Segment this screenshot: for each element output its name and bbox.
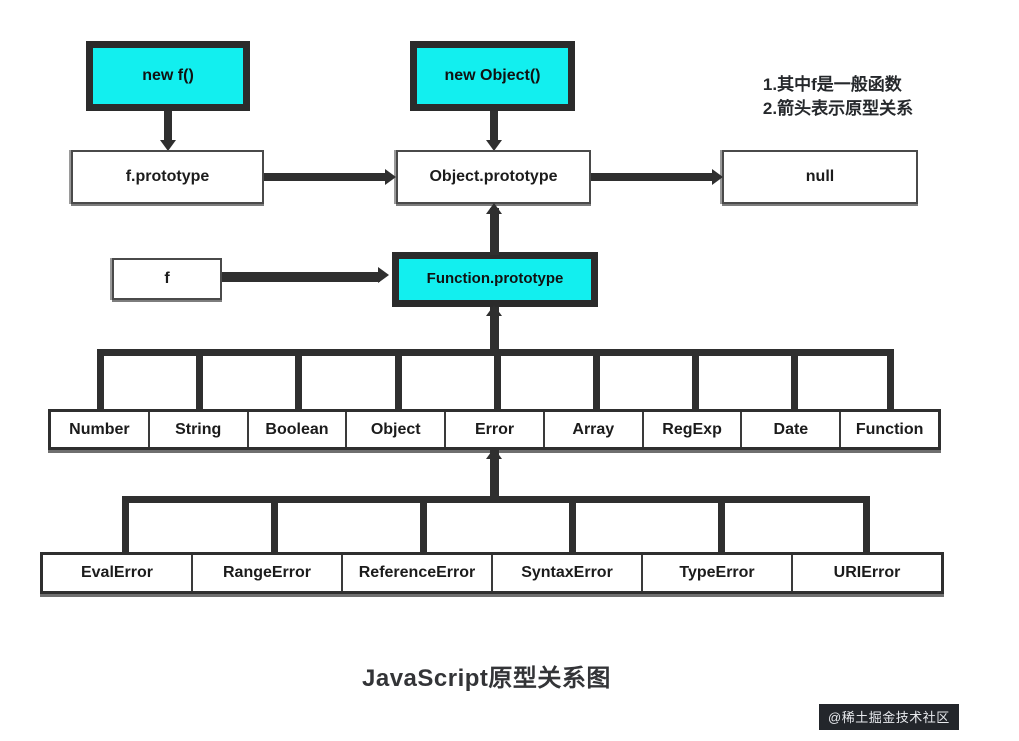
- legend-note-line-2: 2.箭头表示原型关系: [744, 75, 913, 144]
- bracket-drop-urierror: [863, 496, 870, 556]
- bracket-drop-number: [97, 349, 104, 411]
- bracket-drop-evalerror: [122, 496, 129, 556]
- arrowhead-f-to-functionprototype: [378, 267, 389, 283]
- error-subtype-row: EvalError RangeError ReferenceError Synt…: [40, 552, 944, 594]
- legend-note-line-2-text: 2.箭头表示原型关系: [762, 98, 914, 118]
- connector-objectprototype-to-null: [591, 173, 714, 181]
- error-cell-referenceerror[interactable]: ReferenceError: [343, 555, 493, 591]
- type-cell-boolean[interactable]: Boolean: [248, 412, 348, 447]
- error-cell-urierror[interactable]: URIError: [793, 555, 941, 591]
- type-cell-date[interactable]: Date: [742, 412, 842, 447]
- arrowhead-newobject-to-objectprototype: [486, 140, 502, 151]
- node-f-prototype[interactable]: f.prototype: [71, 150, 264, 204]
- arrowhead-fprototype-to-objectprototype: [385, 169, 396, 185]
- type-cell-number[interactable]: Number: [51, 412, 150, 447]
- connector-fprototype-to-objectprototype: [264, 173, 388, 181]
- arrowhead-newf-to-fprototype: [160, 140, 176, 151]
- bracket-error-subtypes: [122, 496, 872, 556]
- node-f-prototype-label: f.prototype: [125, 168, 210, 186]
- node-f[interactable]: f: [112, 258, 222, 300]
- connector-newf-to-fprototype: [164, 111, 172, 143]
- node-null-label: null: [805, 168, 835, 186]
- connector-functionprototype-to-types: [490, 307, 499, 350]
- watermark-badge: @稀土掘金技术社区: [819, 704, 959, 730]
- node-new-f-label: new f(): [142, 67, 194, 85]
- bracket-drop-array: [593, 349, 600, 411]
- arrowhead-types-to-functionprototype: [486, 305, 502, 316]
- node-f-label: f: [164, 270, 170, 288]
- diagram-title: JavaScript原型关系图: [362, 658, 611, 693]
- diagram-title-text: JavaScript原型关系图: [362, 665, 611, 692]
- connector-functionprototype-to-objectprototype: [490, 208, 499, 255]
- node-new-object[interactable]: new Object(): [410, 41, 575, 111]
- error-cell-syntaxerror[interactable]: SyntaxError: [493, 555, 643, 591]
- node-null[interactable]: null: [722, 150, 918, 204]
- type-cell-string[interactable]: String: [149, 412, 249, 447]
- connector-newobject-to-objectprototype: [490, 111, 498, 143]
- constructor-type-row: Number String Boolean Object Error Array…: [48, 409, 941, 450]
- type-cell-error[interactable]: Error: [446, 412, 545, 447]
- bracket-drop-rangeerror: [271, 496, 278, 556]
- bracket-drop-typeerror: [718, 496, 725, 556]
- connector-error-to-errortypes: [490, 450, 499, 497]
- bracket-constructors: [97, 349, 897, 411]
- error-cell-typeerror[interactable]: TypeError: [643, 555, 793, 591]
- bracket-drop-string: [196, 349, 203, 411]
- bracket-errors-hbar: [122, 496, 870, 503]
- bracket-drop-error: [494, 349, 501, 411]
- error-cell-rangeerror[interactable]: RangeError: [193, 555, 343, 591]
- type-cell-function[interactable]: Function: [841, 412, 939, 447]
- legend-note-line-1: 1.其中f是一般函数: [744, 51, 902, 120]
- arrowhead-errortypes-to-error: [486, 448, 502, 459]
- watermark-text: @稀土掘金技术社区: [828, 710, 950, 725]
- bracket-drop-boolean: [295, 349, 302, 411]
- bracket-drop-function: [887, 349, 894, 411]
- bracket-drop-referenceerror: [420, 496, 427, 556]
- bracket-drop-date: [791, 349, 798, 411]
- node-function-prototype-label: Function.prototype: [426, 270, 564, 288]
- type-cell-object[interactable]: Object: [347, 412, 447, 447]
- node-new-f[interactable]: new f(): [86, 41, 250, 111]
- type-cell-array[interactable]: Array: [544, 412, 644, 447]
- node-object-prototype-label: Object.prototype: [429, 168, 558, 186]
- node-new-object-label: new Object(): [444, 67, 541, 85]
- bracket-drop-syntaxerror: [569, 496, 576, 556]
- node-function-prototype[interactable]: Function.prototype: [392, 252, 598, 307]
- arrowhead-functionprototype-to-objectprototype: [486, 203, 502, 214]
- legend-note-line-1-text: 1.其中f是一般函数: [762, 74, 902, 94]
- node-object-prototype[interactable]: Object.prototype: [396, 150, 591, 204]
- error-cell-evalerror[interactable]: EvalError: [43, 555, 193, 591]
- arrowhead-objectprototype-to-null: [712, 169, 723, 185]
- bracket-drop-object: [395, 349, 402, 411]
- bracket-drop-regexp: [692, 349, 699, 411]
- type-cell-regexp[interactable]: RegExp: [643, 412, 743, 447]
- connector-f-to-functionprototype: [222, 272, 380, 282]
